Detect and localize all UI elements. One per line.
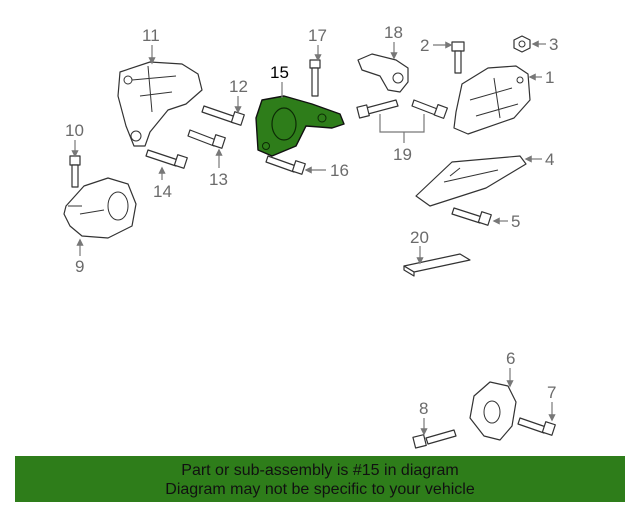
callout-17[interactable]: 17: [308, 26, 327, 45]
callout-3[interactable]: 3: [549, 35, 558, 54]
part-15-mount-highlighted[interactable]: [255, 95, 345, 157]
part-1-mount[interactable]: [453, 65, 531, 135]
callout-13[interactable]: 13: [209, 170, 228, 189]
callout-19[interactable]: 19: [393, 145, 412, 164]
callout-5[interactable]: 5: [511, 212, 520, 231]
part-6-mount[interactable]: [469, 381, 517, 441]
banner-line-2: Diagram may not be specific to your vehi…: [165, 481, 475, 498]
part-7-bolt[interactable]: [517, 417, 556, 436]
part-9-mount[interactable]: [63, 177, 137, 239]
callout-6[interactable]: 6: [506, 349, 515, 368]
callout-2[interactable]: 2: [420, 36, 429, 55]
callout-16[interactable]: 16: [330, 161, 349, 180]
part-2-bolt[interactable]: [451, 41, 465, 74]
callout-1[interactable]: 1: [545, 68, 554, 87]
part-19-bolts[interactable]: [356, 99, 449, 119]
callout-15-highlighted[interactable]: 15: [270, 63, 289, 82]
part-14-bolt[interactable]: [145, 149, 188, 169]
part-17-bolt[interactable]: [309, 59, 321, 97]
callout-10[interactable]: 10: [65, 121, 84, 140]
banner-line-1: Part or sub-assembly is #15 in diagram: [181, 462, 459, 479]
part-11-bracket[interactable]: [117, 61, 203, 147]
callout-9[interactable]: 9: [75, 257, 84, 276]
callout-labels: 1 2 3 4 5 6 7 8 9 10 11 12 13 14 15 16 1…: [65, 23, 558, 418]
info-banner: Part or sub-assembly is #15 in diagram D…: [15, 456, 625, 502]
callout-11[interactable]: 11: [142, 26, 160, 45]
part-4-plate[interactable]: [415, 155, 527, 207]
part-10-stud[interactable]: [69, 155, 81, 188]
callout-18[interactable]: 18: [384, 23, 403, 42]
part-8-bolt[interactable]: [412, 429, 457, 449]
parts-diagram: 1 2 3 4 5 6 7 8 9 10 11 12 13 14 15 16 1…: [63, 23, 558, 449]
part-18-bracket[interactable]: [357, 53, 409, 93]
part-16-bolt[interactable]: [265, 155, 306, 175]
callout-4[interactable]: 4: [545, 150, 554, 169]
part-13-bolt[interactable]: [187, 129, 226, 149]
part-3-nut[interactable]: [513, 35, 531, 53]
callout-8[interactable]: 8: [419, 399, 428, 418]
callout-14[interactable]: 14: [153, 182, 172, 201]
callout-7[interactable]: 7: [547, 383, 556, 402]
callout-20[interactable]: 20: [410, 228, 429, 247]
callout-12[interactable]: 12: [229, 77, 248, 96]
part-20-pad[interactable]: [403, 253, 471, 277]
part-5-bolt[interactable]: [451, 207, 492, 226]
leader-lines: [71, 40, 556, 436]
